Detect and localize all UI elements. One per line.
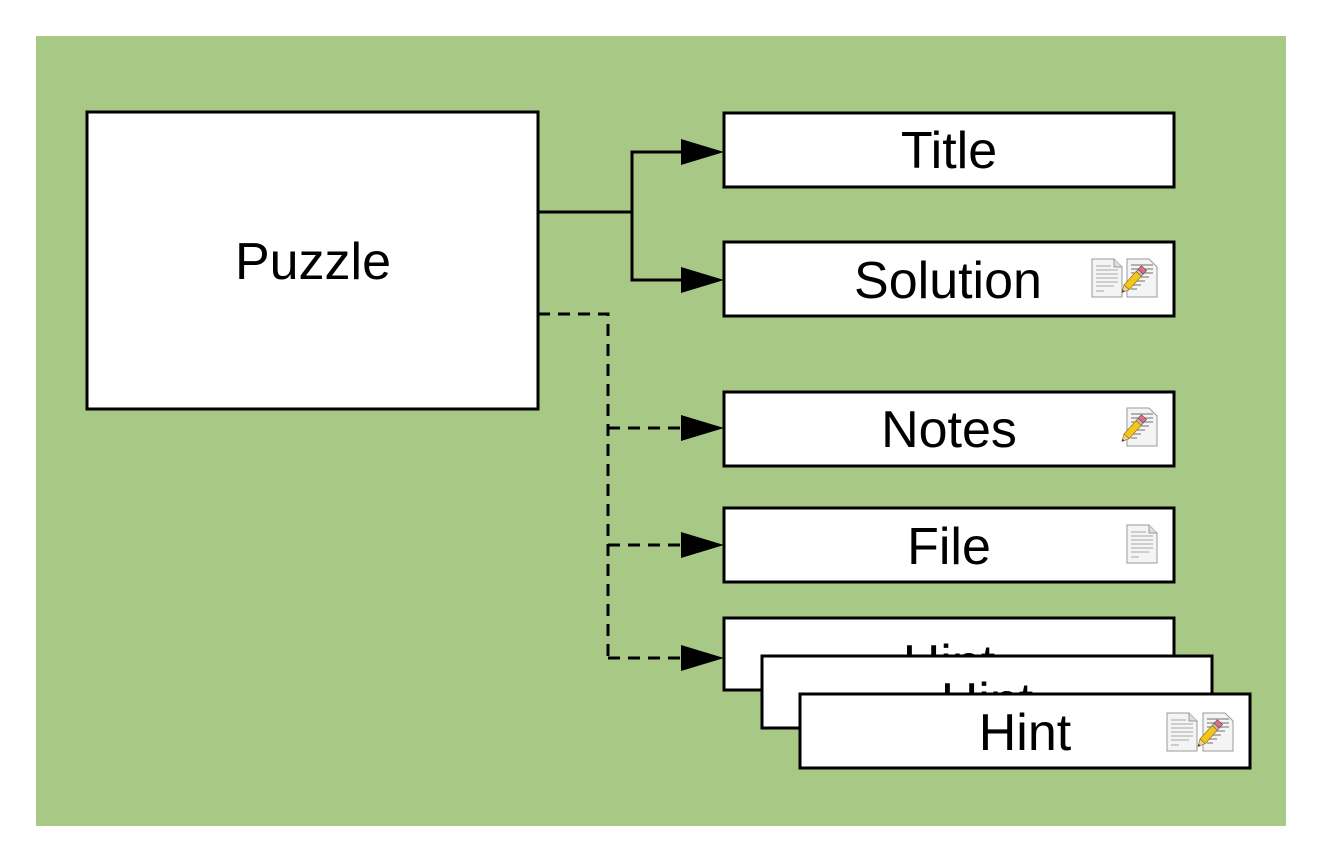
hint-node-front: Hint	[798, 692, 1252, 770]
hint-field-stack: Hint Hint Hint	[722, 616, 1252, 770]
notes-field-label: Notes	[881, 401, 1017, 459]
arrowhead-to-solution	[681, 267, 724, 293]
arrowhead-to-file	[681, 532, 724, 558]
puzzle-node-label: Puzzle	[235, 233, 391, 291]
hint-front-label: Hint	[979, 704, 1072, 762]
notes-field-node: Notes	[722, 390, 1176, 468]
document-icon	[1166, 712, 1198, 752]
puzzle-node: Puzzle	[85, 110, 540, 411]
document-icon	[1126, 524, 1158, 564]
required-connector	[538, 150, 690, 282]
title-field-label: Title	[901, 122, 997, 180]
arrowhead-to-hint	[681, 645, 724, 671]
arrowhead-to-notes	[681, 415, 724, 441]
document-icon	[1091, 258, 1123, 298]
solution-field-label: Solution	[854, 252, 1042, 310]
file-field-label: File	[907, 518, 991, 576]
title-field-node: Title	[722, 111, 1176, 189]
optional-connector	[538, 312, 690, 660]
solution-field-node: Solution	[722, 240, 1176, 318]
arrowhead-to-title	[681, 139, 724, 165]
file-field-node: File	[722, 506, 1176, 584]
